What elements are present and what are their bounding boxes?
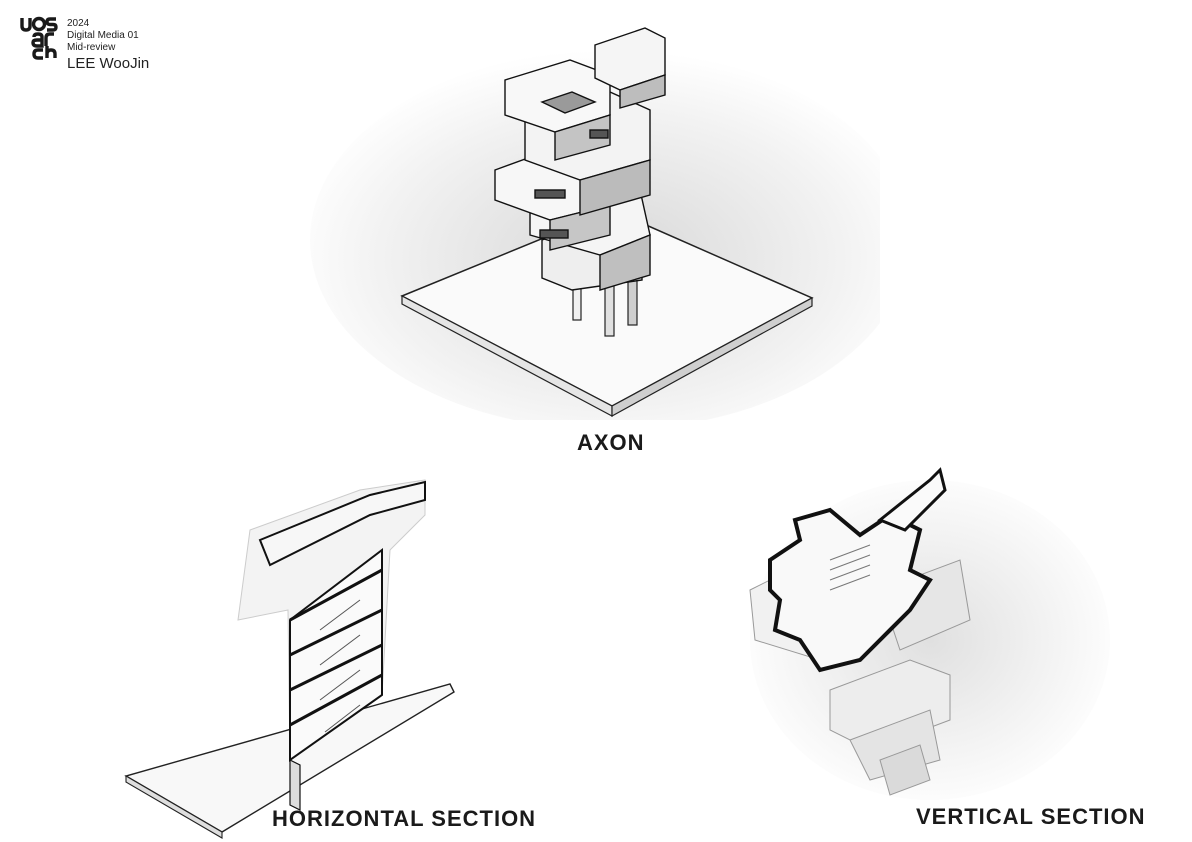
year-text: 2024 bbox=[67, 18, 90, 29]
vertical-section-caption: VERTICAL SECTION bbox=[916, 804, 1146, 829]
axon-drawing bbox=[280, 20, 880, 420]
stage-text: Mid-review bbox=[67, 42, 116, 53]
author-name: LEE WooJin bbox=[67, 55, 150, 72]
project-meta: 2024 Digital Media 01 Mid-review LEE Woo… bbox=[67, 18, 149, 73]
uos-arch-logo bbox=[20, 16, 60, 60]
course-text: Digital Media 01 bbox=[67, 30, 139, 41]
axon-caption: AXON bbox=[577, 430, 645, 455]
horizontal-section-caption: HORIZONTAL SECTION bbox=[272, 806, 537, 831]
vertical-section-drawing bbox=[730, 460, 1110, 800]
logo-mark bbox=[20, 16, 58, 60]
horizontal-section-drawing bbox=[120, 470, 480, 840]
